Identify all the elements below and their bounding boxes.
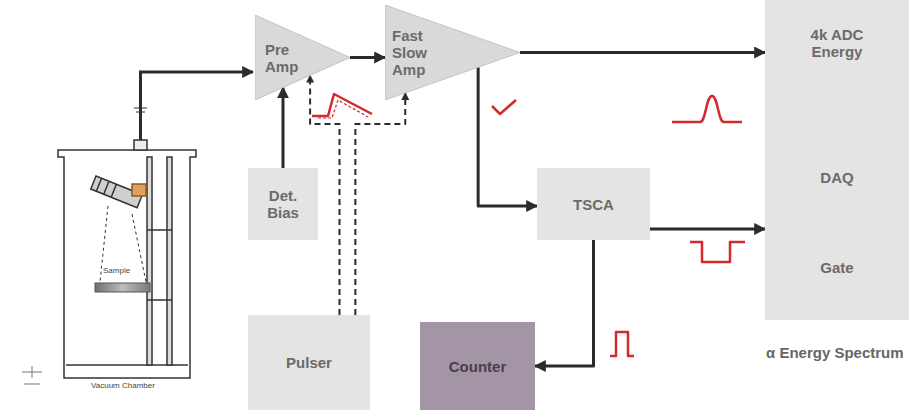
amplifier-triangle: Pre Amp bbox=[255, 15, 350, 100]
shaped-pulse bbox=[492, 100, 516, 114]
part-label: Vacuum Chamber bbox=[90, 381, 156, 390]
preamp-pulse bbox=[312, 94, 372, 116]
logic-pulse bbox=[610, 332, 634, 356]
sample-plate bbox=[95, 283, 150, 292]
amplifier-triangle: Fast Slow Amp bbox=[385, 5, 520, 100]
signal-arrow bbox=[650, 228, 765, 231]
triangle-shape bbox=[385, 5, 520, 100]
node-text: Fast Slow Amp bbox=[392, 27, 434, 78]
node-text: 4k ADC Energy bbox=[801, 26, 873, 60]
signal-arrow bbox=[535, 240, 594, 366]
module-box: Pulser bbox=[248, 315, 370, 410]
node-text: Det. Bias bbox=[258, 187, 308, 221]
counter-box: Counter bbox=[420, 322, 535, 410]
adc-block: 4k ADC Energy bbox=[765, 0, 909, 140]
vacuum-chamber bbox=[58, 140, 196, 378]
module-box: Det. Bias bbox=[248, 168, 318, 240]
part-label: Sample bbox=[102, 266, 131, 275]
chamber-outline bbox=[58, 150, 196, 378]
gate-pulse bbox=[690, 242, 745, 262]
signal-arrow bbox=[350, 56, 385, 59]
scale-mark bbox=[22, 366, 42, 384]
node-text: Pre Amp bbox=[265, 41, 305, 75]
signal-arrow bbox=[478, 67, 537, 206]
daq-block: DAQ bbox=[765, 140, 909, 215]
signal-waveforms bbox=[312, 94, 745, 356]
support-post bbox=[167, 157, 172, 365]
signal-arrow bbox=[282, 87, 285, 168]
support-post bbox=[147, 157, 152, 365]
triangle-shape bbox=[255, 15, 350, 100]
feedthrough bbox=[134, 140, 147, 150]
node-text: Pulser bbox=[286, 354, 332, 371]
node-text: DAQ bbox=[820, 169, 853, 186]
beam-cone bbox=[100, 206, 146, 282]
gate-block: Gate bbox=[765, 215, 909, 320]
node-text: Gate bbox=[820, 259, 853, 276]
ground-symbol bbox=[134, 108, 147, 112]
preamp-pulse-echo bbox=[318, 100, 368, 118]
test-signal-line bbox=[355, 93, 405, 315]
signal-cable bbox=[141, 72, 254, 140]
node-text: Counter bbox=[449, 358, 507, 375]
output-label: α Energy Spectrum bbox=[765, 344, 905, 361]
gaussian-pulse bbox=[672, 96, 742, 122]
module-box: TSCA bbox=[537, 168, 650, 240]
post-clamp bbox=[147, 230, 172, 300]
detector-mount bbox=[132, 184, 146, 196]
signal-arrow bbox=[520, 51, 765, 54]
node-text: TSCA bbox=[573, 196, 614, 213]
